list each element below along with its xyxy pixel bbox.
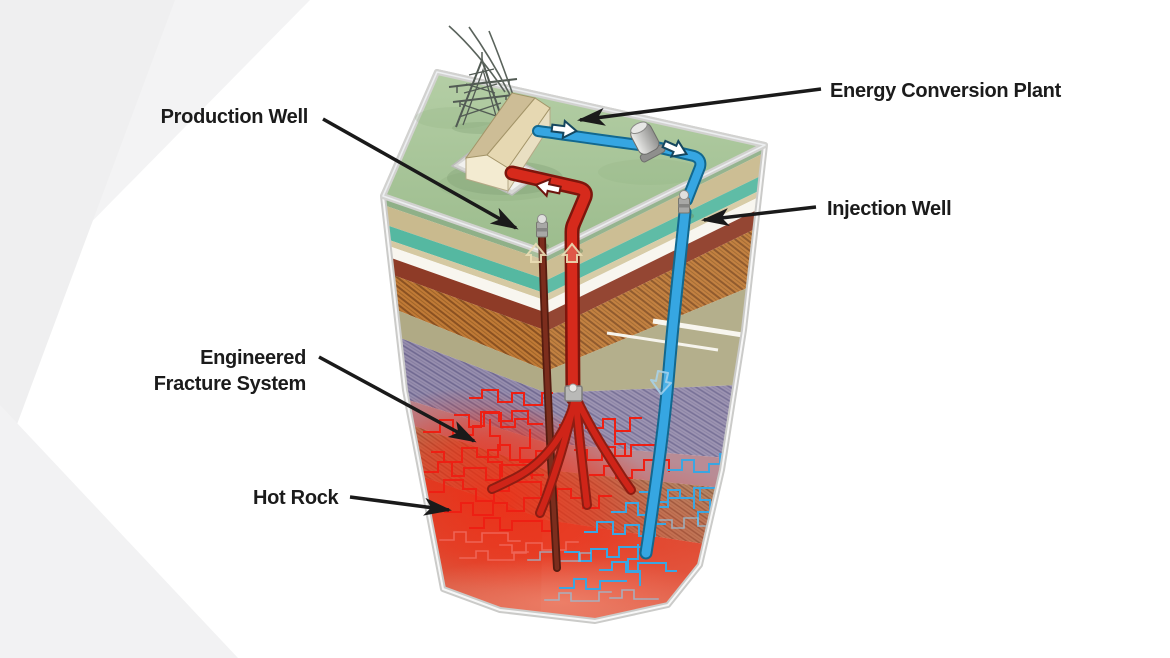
injection-flow-down-arrow-icon [650,370,672,395]
injection-wellhead-cap [679,190,689,200]
building-roof-right [486,97,551,169]
grass-rim [382,71,766,254]
label-injection-well: Injection Well [827,198,952,220]
production-pipe-branches [489,397,634,516]
production-wellhead [536,214,548,238]
injection-pipe-underground [641,207,690,558]
arrow-engineered-fracture-system [318,355,477,443]
pump-unit [630,121,666,163]
arrow-injection-well [701,205,817,227]
stratum-sandstone-hatched [383,202,765,371]
power-line-2 [468,26,511,96]
background-wedge-bottom-left [0,405,238,658]
stratum-sage-wedge [383,262,765,393]
stratum-teal [383,152,765,294]
hot-rock-glow-bottom [395,556,725,621]
arrow-hot-rock [349,495,452,516]
power-line-3 [488,30,515,99]
surface-flow-up-arrows [524,242,584,263]
stratum-slate-hatched [383,323,765,465]
injection-wellhead [678,190,690,214]
stratum-mauve [383,385,765,497]
background-shapes [0,0,310,658]
up-flow-arrow-icon-1 [524,242,548,263]
background-wedge-top-left-inner [0,0,175,470]
sage-white-seam-1 [606,331,719,352]
up-flow-arrow-icon-2 [560,242,584,263]
label-hot-rock: Hot Rock [253,487,339,509]
stratum-tan-soil [383,145,765,280]
production-wellhead-band [536,228,548,232]
production-wellhead-cap [537,214,547,224]
label-energy-conversion-plant: Energy Conversion Plant [830,80,1061,102]
production-pipe [487,165,636,518]
power-line-1 [448,25,506,93]
label-production-well: Production Well [160,106,309,128]
power-lines [448,25,515,99]
red-fracture-network-faint [439,531,579,561]
stratum-white [383,172,765,313]
injection-wellhead-band [678,204,690,208]
tower-crossarms [448,78,518,103]
block-outline-highlight [382,71,766,622]
label-engineered-fracture-system: Engineered Fracture System [153,347,307,395]
stratum-maroon [383,184,765,331]
injection-pipe [532,125,707,560]
arrow-energy-conversion-plant [577,87,822,126]
arrow-production-well [322,117,519,230]
callout-arrows [318,87,822,516]
grass-shade-2 [598,159,702,185]
downhole-collar-cap [568,383,578,393]
grass-shade-3 [415,107,495,129]
pump-top [630,121,648,135]
tower-braces [458,68,502,118]
production-pipe-main [507,168,591,403]
